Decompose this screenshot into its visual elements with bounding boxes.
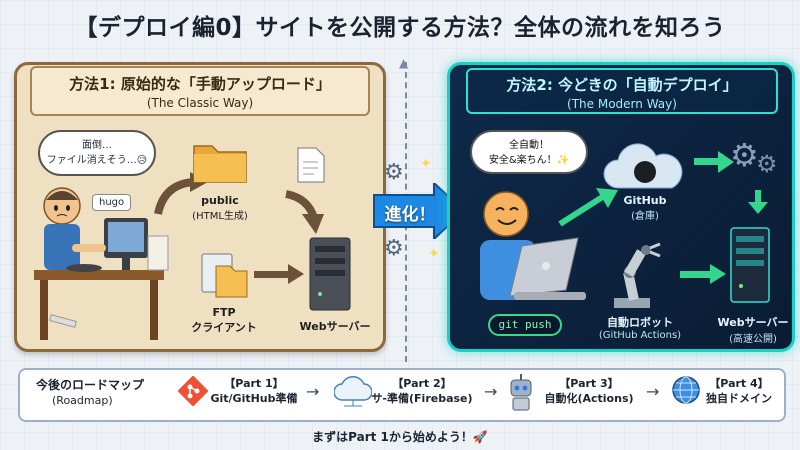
worried-developer-illustration <box>34 187 169 340</box>
cloud-icon <box>334 376 372 407</box>
arrow-icon: → <box>646 382 660 401</box>
gear-icon: ⚙ <box>756 150 778 178</box>
right-arrow-icon <box>680 264 726 284</box>
hugo-tag: hugo <box>92 194 132 211</box>
gear-icon: ⚙ <box>730 136 759 174</box>
worried-speech-bubble: 面倒… ファイル消えそう…😥 <box>38 130 156 176</box>
roadmap-step-3: 【Part 3】 自動化(Actions) <box>544 377 634 405</box>
sparkle-icon: ✦ <box>420 156 432 172</box>
roadmap-title: 今後のロードマップ <box>36 378 145 392</box>
modern-server-label: Webサーバー (高速公開) <box>717 316 789 345</box>
git-icon <box>178 376 208 406</box>
web-server-icon <box>730 227 770 303</box>
classic-heading-plate: 方法1: 原始的な「手動アップロード」 (The Classic Way) <box>30 66 370 116</box>
footer-message: まずはPart 1から始めよう！🚀 <box>312 430 488 444</box>
gear-icon: ⚙ <box>384 236 404 261</box>
gear-icon: ⚙ <box>384 160 404 185</box>
roadmap-step-4: 【Part 4】 独自ドメイン <box>706 377 772 405</box>
roadmap-bar <box>18 368 786 422</box>
robot-arm-icon <box>614 242 661 308</box>
public-folder-label: public (HTML生成) <box>192 194 248 222</box>
down-arrow-icon <box>285 190 324 234</box>
page-title: 【デプロイ編0】サイトを公開する方法？全体の流れを知ろう <box>74 15 726 41</box>
roadmap-step-1: 【Part 1】 Git/GitHub準備 <box>210 377 298 405</box>
arrow-icon: → <box>306 382 320 401</box>
github-cloud-icon <box>603 143 683 189</box>
robot-icon <box>510 374 532 411</box>
modern-heading-plate: 方法2: 今どきの「自動デプロイ」 (The Modern Way) <box>466 68 778 114</box>
git-push-badge: git push <box>488 314 562 336</box>
right-arrow-icon <box>254 264 304 284</box>
down-arrow-icon <box>748 190 768 214</box>
document-icon <box>297 147 325 183</box>
robot-label: 自動ロボット (GitHub Actions) <box>598 316 682 341</box>
right-arrow-icon <box>694 151 734 173</box>
folder-icon <box>193 145 247 183</box>
evolve-label: 進化！ <box>384 205 436 225</box>
web-server-label: Webサーバー <box>299 320 371 333</box>
push-arrow-icon <box>558 188 618 227</box>
arrow-icon: → <box>484 382 498 401</box>
happy-developer-illustration <box>480 191 586 300</box>
globe-icon <box>672 376 700 404</box>
sparkle-icon: ✦ <box>428 246 440 262</box>
divider-arrow-icon: ▲ <box>399 56 409 70</box>
roadmap-step-2: 【Part 2】 サ-準備(Firebase) <box>371 377 473 405</box>
happy-speech-bubble: 全自動！ 安全&楽ちん！✨ <box>470 130 588 174</box>
github-label: GitHub (倉庫) <box>623 194 667 222</box>
modern-heading: 方法2: 今どきの「自動デプロイ」 <box>506 76 738 94</box>
web-server-icon <box>309 237 351 311</box>
ftp-client-label: FTP クライアント <box>191 306 257 334</box>
classic-subheading: (The Classic Way) <box>146 96 254 110</box>
modern-subheading: (The Modern Way) <box>567 97 677 111</box>
ftp-client-icon <box>201 253 248 298</box>
roadmap-subtitle: (Roadmap) <box>52 394 113 407</box>
classic-heading: 方法1: 原始的な「手動アップロード」 <box>69 75 331 93</box>
